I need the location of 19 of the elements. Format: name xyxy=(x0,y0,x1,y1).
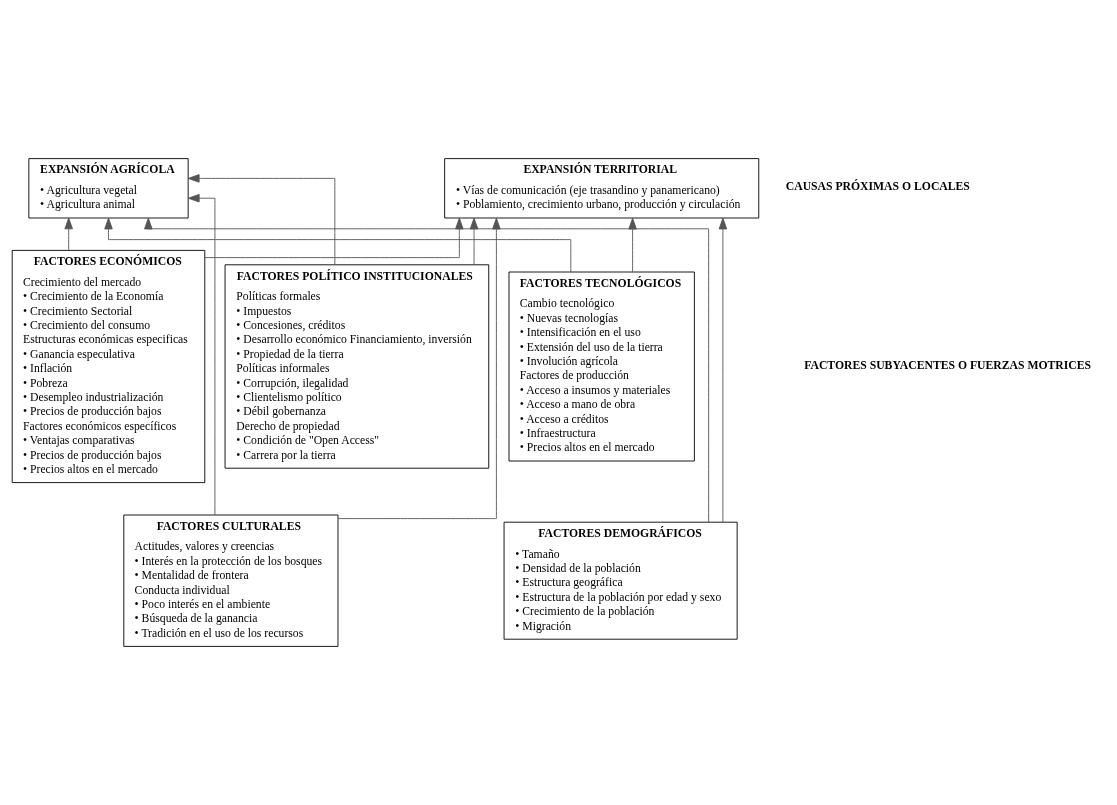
arrow xyxy=(104,217,572,273)
node-box: FACTORES ECONÓMICOS Crecimiento del mercado • Crecimiento de la Economía • Crecimiento Sectorial • Crecimiento del consumo Estructuras económicas especificas • Ganancia especulativa • Inflación • Pobreza • Desempleo industrialización • Precios de producción bajos Factores económicos específicos • Ventajas comparativas • Precios de producción bajos • Precios altos en el mercado xyxy=(11,249,206,484)
node-box: EXPANSIÓN AGRÍCOLA • Agricultura vegetal • Agricultura animal xyxy=(28,158,189,219)
arrow xyxy=(64,217,73,251)
arrow xyxy=(187,174,336,266)
arrow xyxy=(718,217,728,523)
arrow xyxy=(628,217,637,273)
label: FACTORES SUBYACENTES O FUERZAS MOTRICES xyxy=(804,358,1092,372)
label: CAUSAS PRÓXIMAS O LOCALES xyxy=(785,180,970,194)
arrow xyxy=(469,217,479,266)
arrow xyxy=(337,217,501,520)
node-box: FACTORES CULTURALES Actitudes, valores y creencias • Interés en la protección de los bosques • Mentalidad de frontera Conducta individual • Poco interés en el ambiente • Búsqueda de la ganancia • Tradición en el uso de los recursos xyxy=(123,514,339,647)
arrow xyxy=(187,193,216,516)
node-box: FACTORES DEMOGRÁFICOS • Tamaño • Densidad de la población • Estructura geográfica • Estructura de la población por edad y sexo • Crecimiento de la población • Migración xyxy=(503,521,738,640)
node-box: FACTORES TECNOLÓGICOS Cambio tecnológico • Nuevas tecnologías • Intensificación en el uso • Extensión del uso de la tierra • Involución agrícola Factores de producción • Acceso a insumos y materiales • Acceso a mano de obra • Acceso a créditos • Infraestructura • Precios altos en el mercado xyxy=(508,271,695,462)
arrow xyxy=(144,217,710,523)
node-box: FACTORES POLÍTICO INSTITUCIONALES Políticas formales • Impuestos • Concesiones, créditos • Desarrollo económico Financiamiento, inversión • Propiedad de la tierra Políticas informales • Corrupción, ilegalidad • Clientelismo político • Débil gobernanza Derecho de propiedad • Condición de "Open Access" • Carrera por la tierra xyxy=(224,264,490,469)
arrow xyxy=(204,217,464,259)
node-box: EXPANSIÓN TERRITORIAL • Vías de comunicación (eje trasandino y panamericano) • Poblamiento, crecimiento urbano, producción y circulación xyxy=(444,158,760,219)
